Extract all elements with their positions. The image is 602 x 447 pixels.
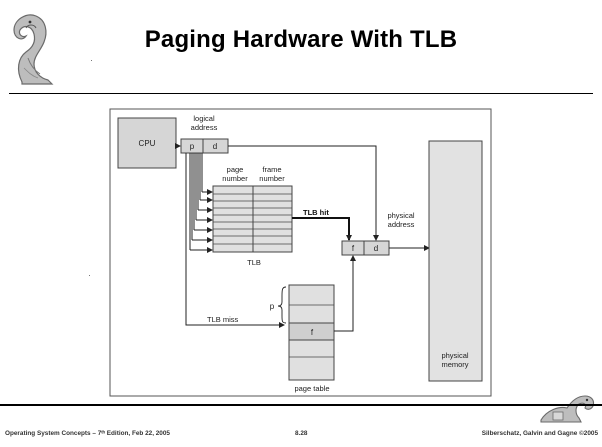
physical-d-label: d <box>374 244 378 253</box>
footer-divider <box>0 404 602 406</box>
footer-book-title: Operating System Concepts – 7ᵗʰ Edition,… <box>5 430 170 437</box>
logical-p-label: p <box>190 142 195 151</box>
frame-number-header: frame <box>262 165 281 174</box>
logical-address-label: logical <box>193 114 215 123</box>
dinosaur-logo-bottom-right <box>540 395 595 423</box>
physical-memory <box>428 140 483 382</box>
page-table-label: page table <box>294 384 329 393</box>
dinosaur-logo-top-left <box>13 14 54 85</box>
slide-title: Paging Hardware With TLB <box>144 26 458 53</box>
speck <box>89 275 90 276</box>
physical-f-label: f <box>352 244 355 253</box>
page-number-header: page <box>227 165 244 174</box>
page-table-f-label: f <box>311 328 314 337</box>
page-number-header: number <box>222 174 248 183</box>
tlb-miss-label: TLB miss <box>207 315 239 324</box>
physical-address-label: address <box>388 220 415 229</box>
cpu-label: CPU <box>139 139 156 148</box>
frame-number-header: number <box>259 174 285 183</box>
footer-page-number: 8.28 <box>295 430 308 437</box>
tlb-label: TLB <box>247 258 261 267</box>
footer-copyright: Silberschatz, Galvin and Gagne ©2005 <box>481 430 598 437</box>
physical-memory-label: memory <box>441 360 468 369</box>
cpu-box <box>117 117 177 169</box>
physical-memory-label: physical <box>441 351 468 360</box>
logical-address-label: address <box>191 123 218 132</box>
logical-d-label: d <box>213 142 217 151</box>
title-divider <box>9 93 593 94</box>
speck <box>91 60 92 61</box>
page-table-p-label: p <box>270 302 275 311</box>
physical-address-label: physical <box>387 211 414 220</box>
tlb-hit-label: TLB hit <box>303 208 329 217</box>
